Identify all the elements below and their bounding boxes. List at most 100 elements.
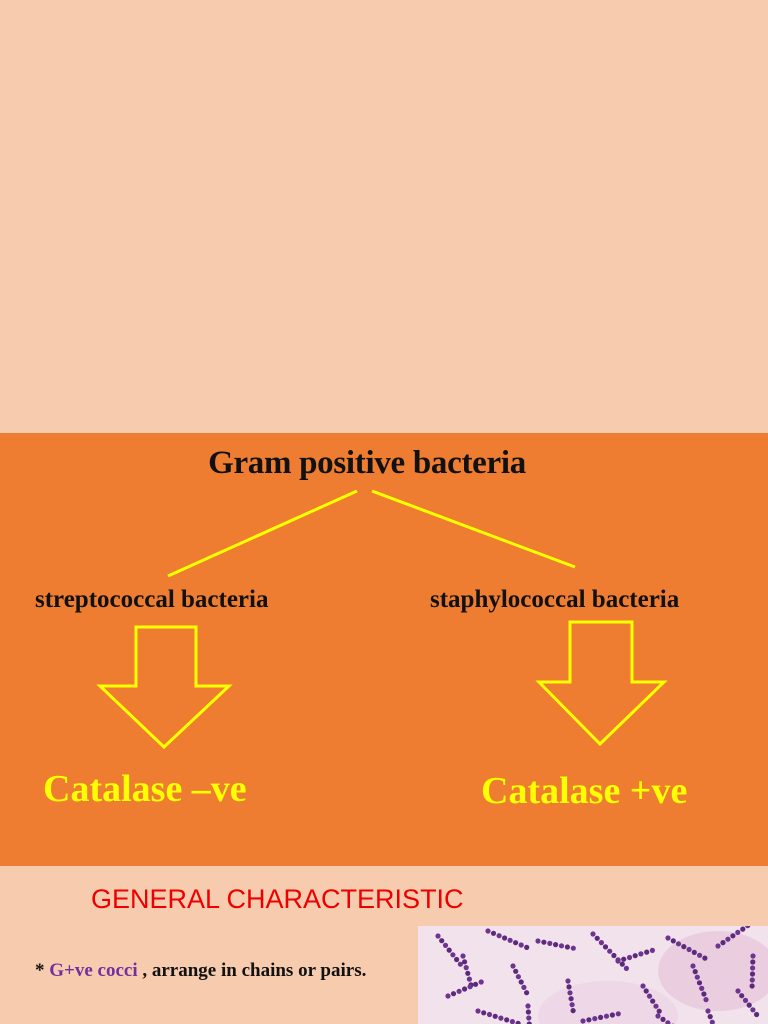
root-node-label: Gram positive bacteria [208,445,526,481]
coccus-dot [598,1014,604,1020]
coccus-dot [515,974,521,980]
coccus-dot [602,944,609,950]
coccus-dot [580,1018,586,1024]
coccus-dot [526,1021,532,1024]
coccus-dot [524,944,530,950]
coccus-dot [462,986,468,992]
coccus-dot [598,940,604,946]
coccus-dot [521,984,527,990]
coccus-dot [750,1007,756,1013]
coccus-dot [478,979,484,985]
coccus-dot [526,1015,532,1021]
coccus-dot [715,943,721,949]
coccus-dot [623,965,629,971]
coccus-dot [486,1011,493,1018]
bullet-prefix: * [35,960,50,981]
coccus-dot [439,938,445,944]
coccus-dot [640,983,646,989]
coccus-dot [653,1003,659,1009]
coccus-dot [462,959,468,965]
coccus-dot [553,942,559,948]
coccus-dot [626,954,633,961]
coccus-dot [725,936,731,942]
coccus-dot [490,930,497,936]
coccus-dot [525,1003,531,1009]
coccus-dot [632,953,638,959]
coccus-dot [742,997,749,1003]
coccus-dot [570,945,576,951]
coccus-dot [450,952,456,958]
coccus-dot [750,965,756,971]
coccus-dot [496,933,502,939]
coccus-dot [650,998,656,1004]
coccus-dot [504,1017,510,1023]
coccus-dot [498,1015,504,1021]
coccus-dot [707,1014,713,1020]
coccus-dot [607,948,613,954]
coccus-dot [445,993,451,999]
coccus-dot [466,976,472,982]
coccus-dot [655,1013,661,1019]
coccus-dot [565,978,571,984]
characteristics-section: GENERAL CHARACTERISTIC * G+ve cocci , ar… [0,866,768,1024]
coccus-dot [675,941,682,947]
coccus-dot [473,981,479,987]
coccus-dot [547,940,553,946]
coccus-dot [720,940,726,946]
coccus-dot [502,935,508,941]
coccus-dot [446,947,452,953]
characteristic-bullet: * G+ve cocci , arrange in chains or pair… [35,957,405,984]
coccus-dot [746,1002,752,1008]
coccus-dot [603,1013,610,1019]
coccus-dot [566,984,572,990]
coccus-dot [638,951,644,957]
coccus-dot [570,1008,576,1014]
section-heading: GENERAL CHARACTERISTIC [91,884,464,914]
coccus-dot [621,956,627,962]
coccus-dot [643,988,649,994]
coccus-dot [670,938,676,944]
highlight-term: G+ve cocci [49,960,138,981]
coccus-dot [465,970,471,976]
coccus-dot [749,983,755,989]
coccus-dot [730,933,736,939]
coccus-dot [450,991,457,997]
coccus-dot [590,931,596,937]
coccus-dot [619,961,625,967]
coccus-dot [703,997,709,1003]
result-catalase-negative: Catalase –ve [43,768,247,810]
coccus-dot [692,969,698,975]
coccus-dot [701,991,707,997]
coccus-dot [690,963,696,969]
coccus-dot [656,1008,662,1014]
coccus-dot [681,944,687,950]
coccus-dot [467,984,473,990]
coccus-dot [615,1011,621,1017]
coccus-dot [507,937,513,943]
coccus-dot [460,953,466,959]
coccus-dot [558,943,565,949]
coccus-dot [463,965,469,971]
coccus-dot [509,1019,515,1024]
connector-left [167,489,358,578]
coccus-dot [524,990,530,996]
coccus-dot [611,952,617,959]
coccus-dot [525,1009,531,1015]
coccus-dot [535,938,541,944]
coccus-dot [442,942,449,948]
coccus-dot [740,926,746,932]
coccus-dot [697,952,703,958]
coccus-dot [750,953,756,959]
coccus-dot [457,961,463,967]
coccus-dot [750,959,756,965]
coccus-dot [609,1012,615,1018]
coccus-dot [665,1020,671,1024]
coccus-dot [749,971,756,977]
coccus-dot [691,949,697,955]
coccus-dot [541,939,547,945]
coccus-dot [567,990,573,996]
coccus-dot [699,985,705,991]
blank-region [0,0,768,433]
coccus-dot [745,926,751,929]
